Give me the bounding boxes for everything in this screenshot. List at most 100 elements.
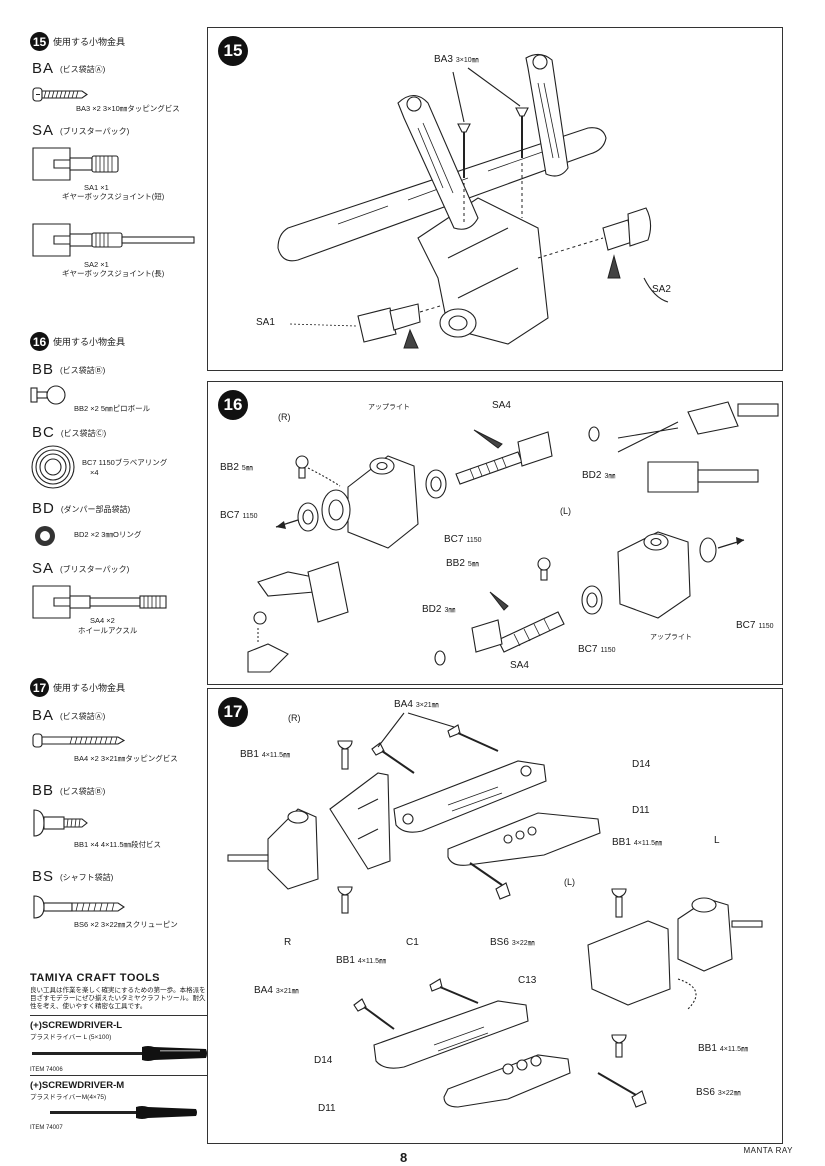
bd2-size: 3㎜ [604,473,616,480]
step16-heading: 使用する小物金具 [53,337,126,347]
bb2-size: 5㎜ [467,561,479,568]
upright-label-l: アップライト [650,634,692,641]
ba3-caption: BA3 ×2 3×10㎜タッピングビス [76,104,180,113]
bd2-size: 3㎜ [444,607,456,614]
bag-code: BS [32,868,55,885]
bag-bd-16: BD(ダンパー部品袋詰) [32,500,130,517]
bb1-size: 4×11.5㎜ [357,958,386,965]
bc7-size: 1150 [758,623,774,630]
bb2-pillowball-drawing [30,385,66,405]
tools-brand: TAMIYA CRAFT TOOLS [30,972,160,984]
sa2-label-15: SA2 [652,284,671,295]
bag-ba-17: BA (ビス袋詰Ⓐ) [32,707,105,724]
bd2-oring-drawing [35,526,55,546]
sa1-description: ギヤーボックスジョイント(短) [62,192,165,201]
bb2-caption: BB2 ×2 5㎜ピロボール [74,404,151,413]
ba4-caption: BA4 ×2 3×21㎜タッピングビス [74,754,178,763]
side-r-16: (R) [278,412,291,422]
ba3-screw-drawing [32,87,88,102]
bag-bb-17: BB (ビス袋詰Ⓑ) [32,782,105,799]
bs6-code: BS6 [490,937,509,948]
d11-label-l: D11 [318,1103,336,1114]
bag-name: (ビス袋詰Ⓐ) [60,711,106,721]
bc7-bearing-drawing [31,445,75,489]
sa2-joint-drawing [32,223,195,257]
step15-diagram [277,53,669,349]
bag-code: SA [32,560,55,577]
bb1-code: BB1 [240,749,259,760]
ba3-code: BA3 [434,54,453,65]
bs6-size: 3×22㎜ [717,1090,741,1097]
bs6-caption: BS6 ×2 3×22㎜スクリューピン [74,920,178,929]
bag-ba-15: BA(ビス袋詰Ⓐ) [32,60,105,77]
screwdriver-m-sub: プラスドライバーM(4×75) [30,1094,107,1101]
bc7-size: 1150 [600,647,616,654]
bag-name: (ビス袋詰Ⓑ) [60,786,106,796]
screwdriver-l-item: ITEM 74006 [30,1067,63,1073]
bag-bc-16: BC (ビス袋詰Ⓒ) [32,424,106,441]
bag-name: (シャフト袋詰) [60,872,114,882]
step17-diagram [227,712,763,1108]
c13-label: C13 [518,975,537,986]
bag-name: (ビス袋詰Ⓒ) [60,428,107,438]
bag-code: BC [32,424,55,441]
step17-panel-badge: 17 [218,697,248,727]
bag-code: BB [32,361,55,378]
bb1-code: BB1 [698,1043,717,1054]
bs6-screwpin-drawing [33,895,125,919]
craft-tools-ad: TAMIYA CRAFT TOOLS 良い工具は作業を楽しく確実にするための第一… [30,972,208,1131]
bd2-caption: BD2 ×2 3㎜Oリング [74,530,142,539]
step17-heading: 使用する小物金具 [53,683,126,693]
c1-label: C1 [406,937,419,948]
bd2-code: BD2 [582,470,602,481]
page-number: 8 [400,1150,408,1165]
bb1-size: 4×11.5㎜ [261,752,290,759]
bb1-size: 4×11.5㎜ [633,840,662,847]
bag-code: BB [32,782,55,799]
r-label: R [284,937,292,948]
sa2-caption: SA2 ×1 [84,260,109,269]
d14-label-r: D14 [632,759,651,770]
screwdriver-l-sub: プラスドライバー L (5×100) [30,1034,112,1041]
bag-code: BA [32,707,55,724]
bc7-caption: BC7 1150ブラベアリング [82,458,168,467]
upright-label-r: アップライト [368,404,410,411]
step15-parts-header: 15 使用する小物金具 [30,32,125,51]
bd2-code: BD2 [422,604,442,615]
bag-code: BA [32,60,55,77]
step16-panel-badge: 16 [218,390,248,420]
bag-bb-16: BB (ビス袋詰Ⓑ) [32,361,105,378]
bb1-caption: BB1 ×4 4×11.5㎜段付ビス [74,840,161,849]
screwdriver-l-title: (+)SCREWDRIVER-L [30,1020,123,1031]
sa4-axle-drawing [32,585,167,619]
bc7-qty: ×4 [90,468,99,477]
ba4-size: 3×21㎜ [275,988,299,995]
bag-name: (ビス袋詰Ⓑ) [60,365,106,375]
ba3-size: 3×10㎜ [455,57,479,64]
bc7-code: BC7 [736,620,756,631]
ba4-code: BA4 [394,699,413,710]
d11-label-r: D11 [632,805,650,816]
side-l-17: (L) [564,877,575,887]
step16-badge: 16 [30,332,49,351]
bb1-step-screw-drawing [33,809,88,837]
screwdriver-l-image [32,1046,207,1061]
sa4-caption: SA4 ×2 [90,616,115,625]
bc7-code: BC7 [578,644,598,655]
step15-panel-badge: 15 [218,36,248,66]
bag-code: SA [32,122,55,139]
screwdriver-m-image [50,1106,197,1119]
bag-sa-16: SA(ブリスターパック) [32,560,129,577]
